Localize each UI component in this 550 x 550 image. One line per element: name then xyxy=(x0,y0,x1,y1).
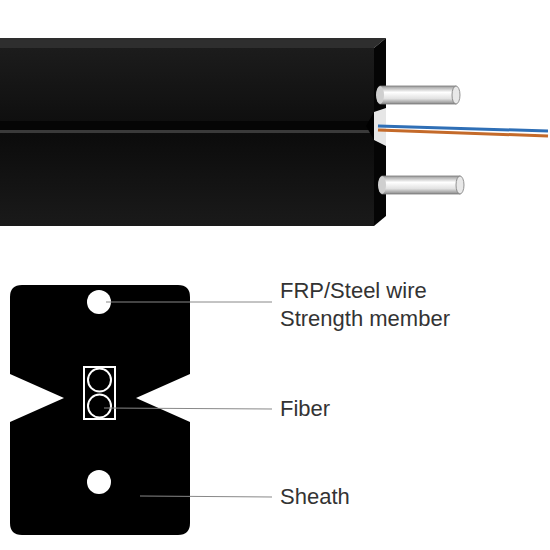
part-label: FRP/Steel wire Strength member xyxy=(280,277,485,333)
cable-body xyxy=(0,38,386,226)
cross-section xyxy=(10,285,190,535)
leader-lines xyxy=(104,302,272,497)
part-label: Sheath xyxy=(280,483,520,511)
part-label: Fiber xyxy=(280,395,520,423)
strength-rods xyxy=(376,86,464,194)
fibers xyxy=(378,126,548,136)
